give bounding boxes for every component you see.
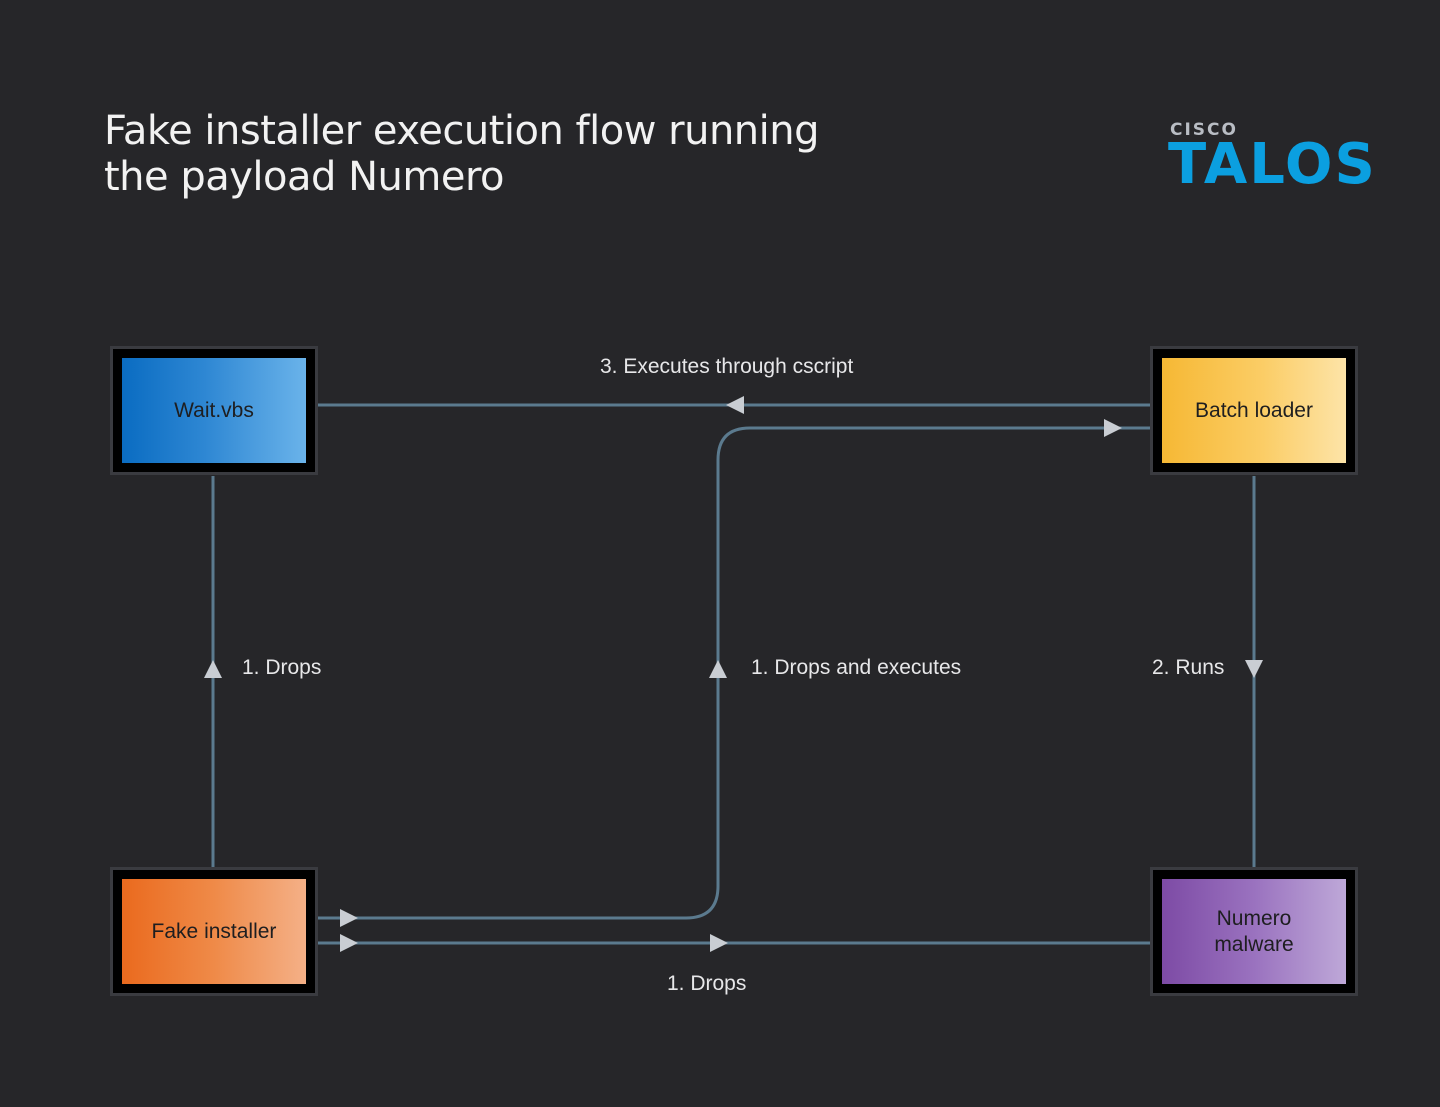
- node-wait-vbs-label: Wait.vbs: [122, 358, 306, 463]
- node-wait-vbs: Wait.vbs: [110, 346, 318, 475]
- edge-label-drops-numero: 1. Drops: [667, 972, 747, 995]
- cisco-talos-logo: CISCO TALOS: [1168, 120, 1375, 200]
- arrowhead-drops-wait: [204, 660, 222, 678]
- diagram-title: Fake installer execution flow running th…: [104, 108, 924, 200]
- arrowhead-runs: [1245, 660, 1263, 678]
- title-line-1: Fake installer execution flow running: [104, 108, 820, 154]
- edge-label-executes-cscript: 3. Executes through cscript: [600, 355, 854, 378]
- title-line-2: the payload Numero: [104, 154, 505, 200]
- arrowhead-fake-out-lower: [340, 934, 358, 952]
- logo-talos-text: TALOS: [1168, 132, 1377, 197]
- node-batch-loader-label: Batch loader: [1162, 358, 1346, 463]
- edge-label-runs: 2. Runs: [1152, 656, 1225, 679]
- arrowhead-executes-cscript: [726, 396, 744, 414]
- arrowhead-drops-numero-mid: [710, 934, 728, 952]
- arrowhead-drops-and-executes-top: [1104, 419, 1122, 437]
- logo-cisco-text: CISCO: [1170, 120, 1238, 140]
- arrowhead-drops-and-executes-mid: [709, 660, 727, 678]
- node-numero-malware: Numero malware: [1150, 867, 1358, 996]
- node-fake-installer: Fake installer: [110, 867, 318, 996]
- node-fake-installer-label: Fake installer: [122, 879, 306, 984]
- edge-drops-and-executes-line: [318, 426, 1150, 920]
- edge-label-drops-and-executes: 1. Drops and executes: [751, 656, 962, 679]
- node-batch-loader: Batch loader: [1150, 346, 1358, 475]
- arrowhead-fake-out-upper: [340, 909, 358, 927]
- node-numero-malware-label: Numero malware: [1162, 879, 1346, 984]
- edge-label-drops-wait: 1. Drops: [242, 656, 322, 679]
